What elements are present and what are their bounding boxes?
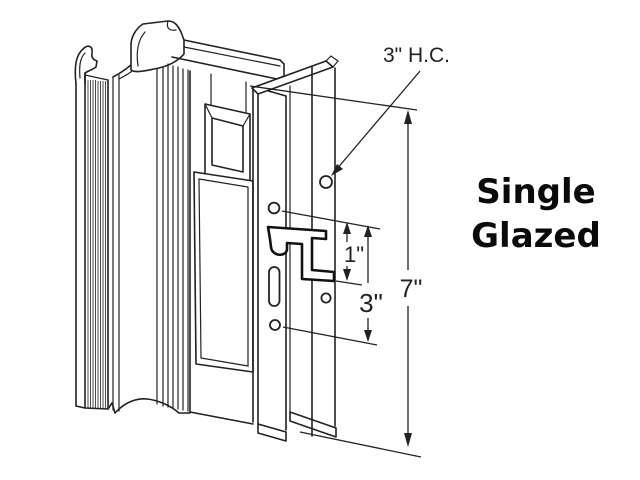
cap-rail-inner-edge	[183, 46, 281, 67]
ext-line-keeper-bottom	[335, 280, 363, 286]
product-label-line2: Glazed	[471, 216, 601, 256]
plate-b-top-band	[251, 60, 334, 95]
pull-recess-outer	[193, 171, 254, 373]
product-label-line1: Single	[476, 172, 595, 212]
stile-pleat-lines	[167, 63, 189, 412]
hook-keeper	[266, 225, 336, 283]
hatch-top-edge	[84, 74, 109, 81]
ext-line-lower-hole	[282, 326, 378, 346]
dimension-overall-height: 7"	[400, 110, 423, 447]
leader-arrowhead	[331, 164, 343, 176]
left-jamb-extrusion	[74, 27, 191, 414]
plate-b-top-lip	[325, 55, 339, 68]
jamb-hook-detail	[79, 52, 86, 79]
mounting-hole-top	[319, 175, 333, 189]
dim-label-hole-offset: 3"	[359, 288, 383, 318]
boss-bevel-tl	[204, 103, 213, 119]
dimension-hole-offset: 3"	[359, 225, 383, 342]
plate-hole-upper	[267, 201, 281, 215]
stile-edge-pair	[252, 87, 259, 425]
lock-boss-inner	[211, 117, 244, 173]
product-label: Single Glazed	[471, 172, 601, 256]
dim-label-hole-centers: 3" H.C.	[383, 44, 450, 67]
boss-bevel-tr	[242, 113, 251, 127]
latch-plate-front	[257, 87, 287, 442]
dim-label-keeper-height: 1"	[344, 242, 364, 267]
dimension-keeper-height: 1"	[343, 222, 364, 281]
ext-line-bottom	[299, 431, 422, 458]
latch-plate-outer	[251, 55, 339, 438]
leader-hole-centers	[335, 70, 421, 171]
ext-line-top	[249, 85, 418, 111]
jamb-bottom-edge	[75, 398, 191, 414]
pull-recess-inner	[198, 178, 249, 367]
plate-hole-lower	[269, 319, 281, 331]
top-cap	[130, 20, 285, 113]
cap-finial-detail	[136, 31, 146, 67]
plate-b-foot	[289, 411, 337, 438]
dimension-lines: 7" 1" 3" 3" H.C.	[249, 44, 450, 458]
cap-rail-top-edge	[183, 39, 281, 61]
cap-finial-post	[130, 20, 185, 73]
jamb-top-hook	[74, 45, 98, 85]
fastener-holes	[267, 175, 333, 331]
dim-label-overall-height: 7"	[400, 275, 423, 303]
ext-line-upper-hole	[281, 210, 381, 230]
cap-finial-top-detail	[166, 20, 177, 31]
latch-slot	[268, 266, 281, 307]
cap-rail-bottom-edge	[171, 56, 278, 80]
mounting-hole-bottom	[320, 292, 332, 304]
stile-front-face	[167, 63, 254, 425]
glazing-hatch-lines	[87, 80, 106, 409]
front-face-bottom-edge	[189, 411, 254, 425]
plate-a-foot	[257, 423, 287, 442]
